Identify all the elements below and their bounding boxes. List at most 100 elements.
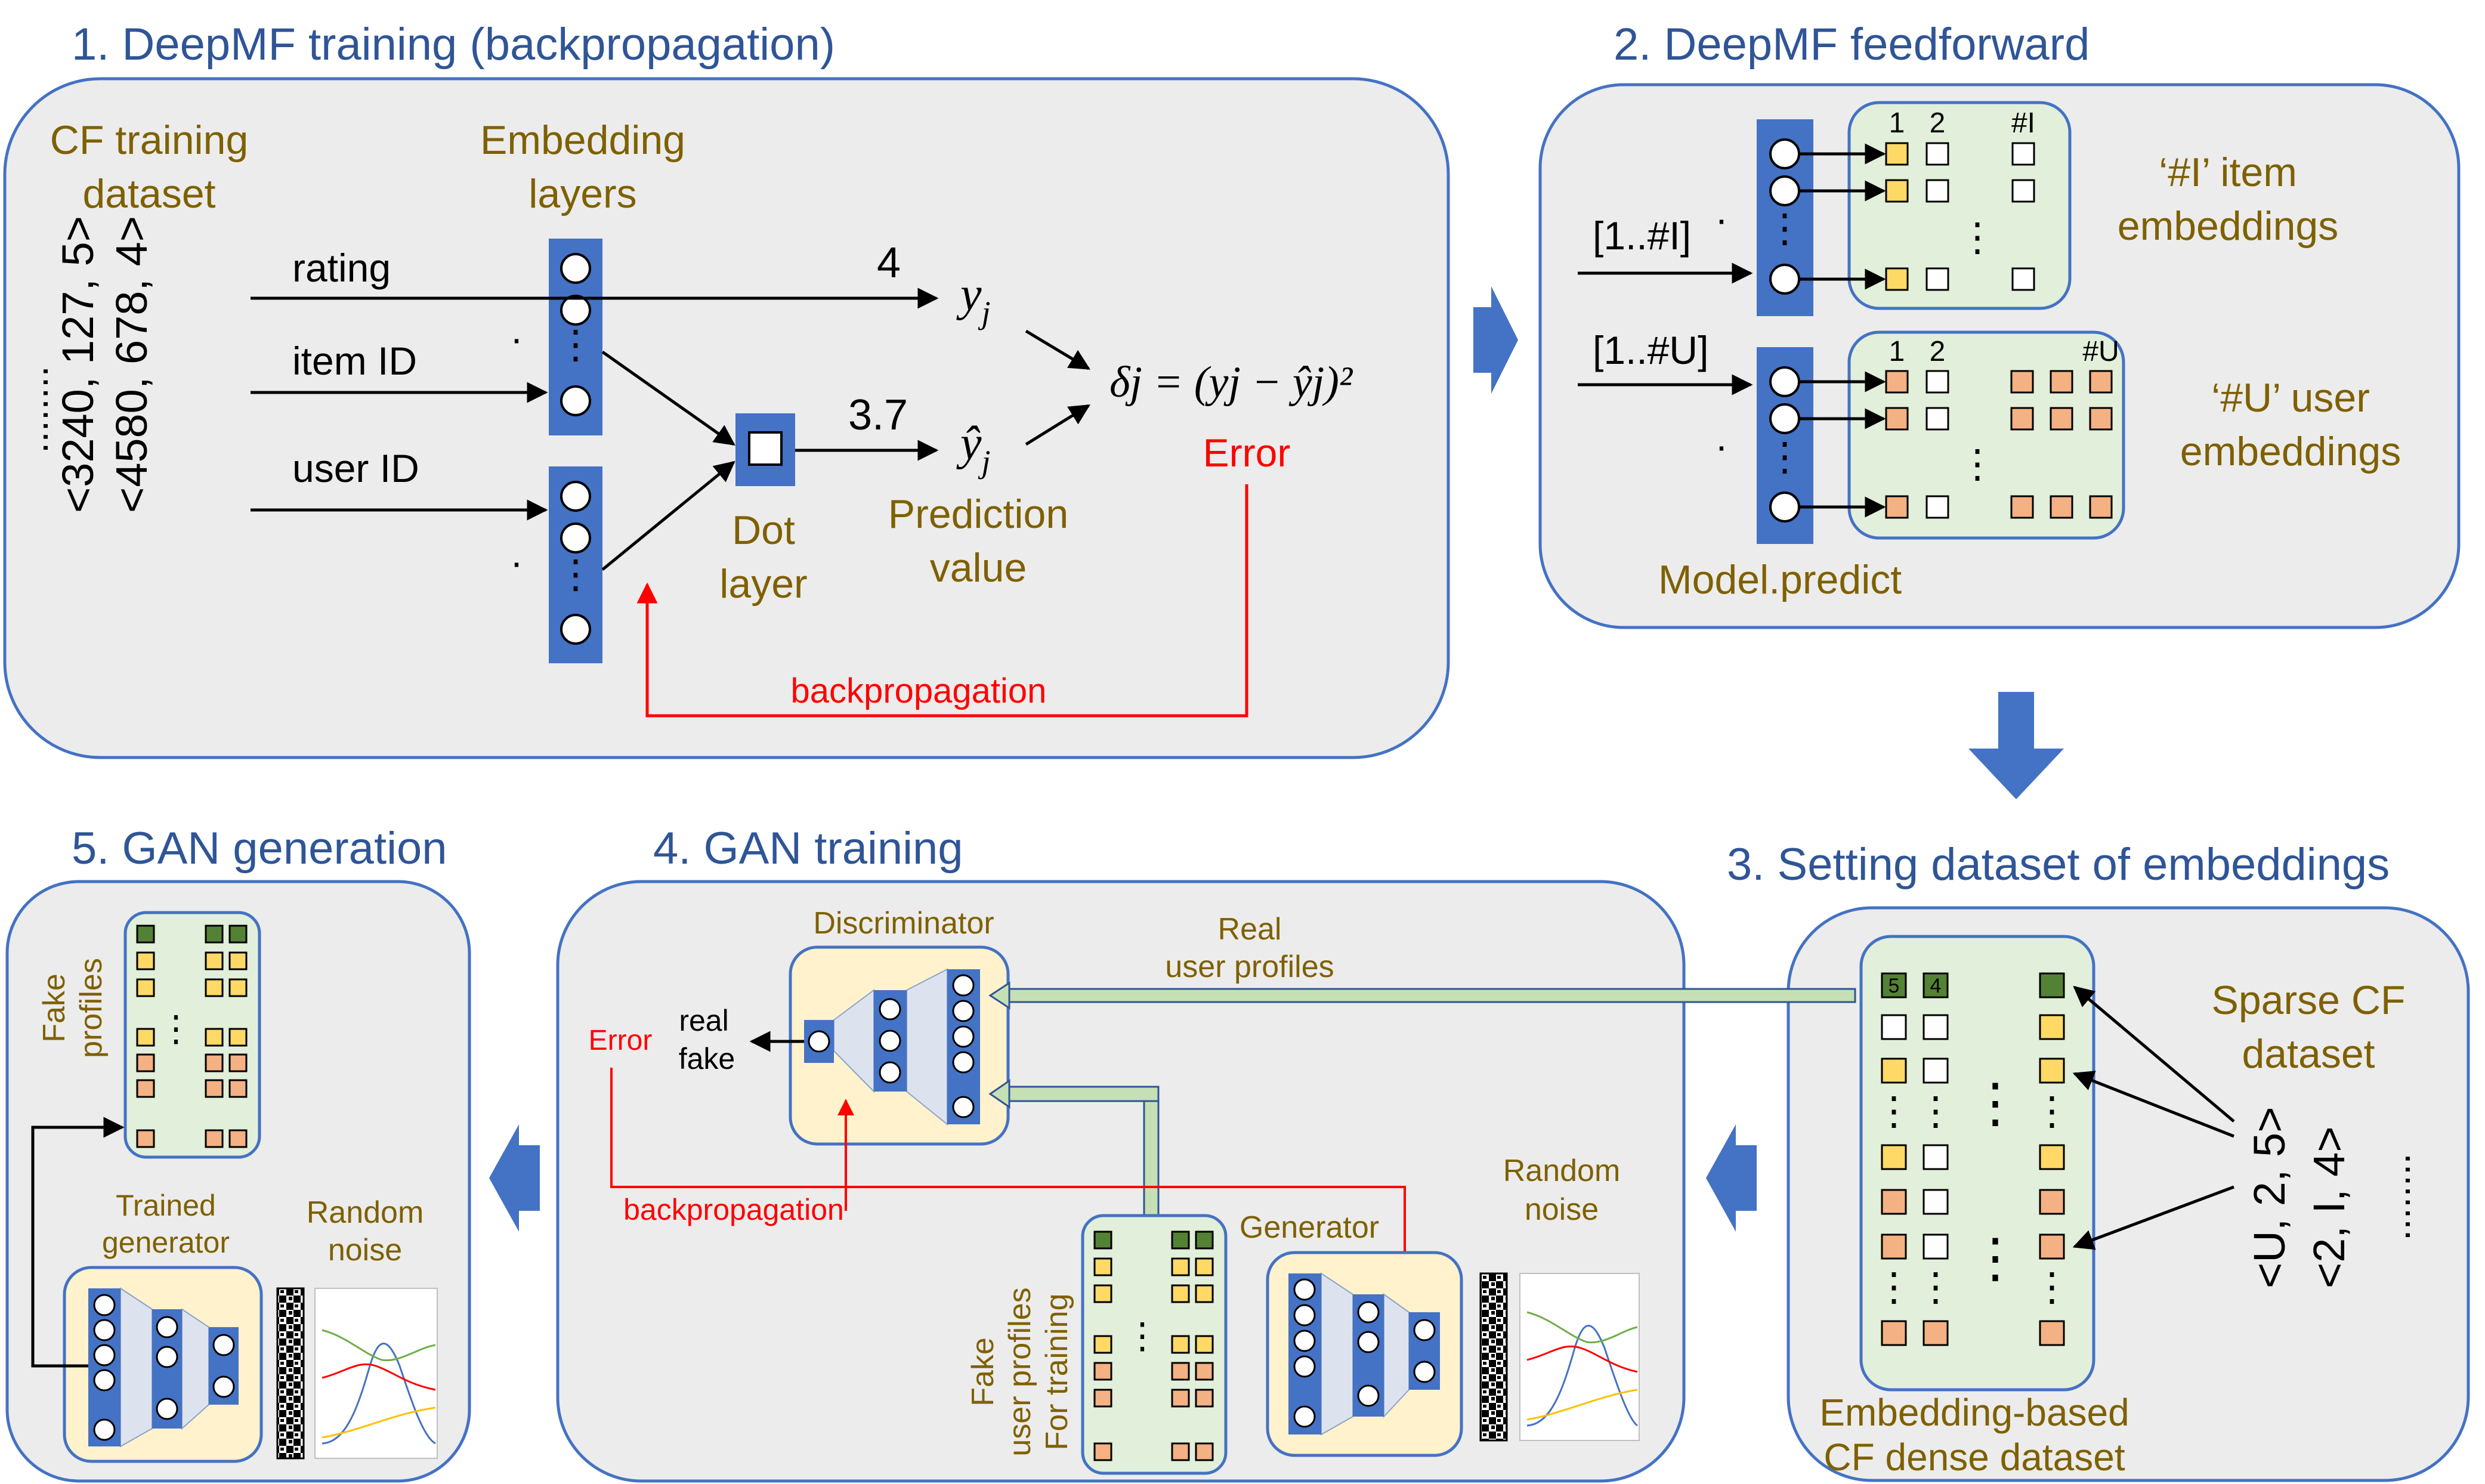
- neuron: [1413, 1361, 1436, 1383]
- dense-cell: [1881, 1320, 1907, 1346]
- neuron-dots: ⋮: [556, 322, 595, 366]
- sparse-tuple-1: <U, 2, 5>: [2245, 1107, 2294, 1288]
- rating-badge-4: 4: [1930, 975, 1942, 997]
- sparse-dots: ........: [2374, 1153, 2418, 1241]
- profile-cell: [1093, 1335, 1112, 1354]
- profile-cell: [1195, 1284, 1214, 1303]
- noise-label-line1: Random: [307, 1195, 424, 1230]
- noise-pattern-icon: [1479, 1272, 1508, 1442]
- neuron: [808, 1030, 830, 1053]
- profile-cell: [205, 1079, 224, 1098]
- embedding-label-line2: layers: [528, 171, 636, 217]
- left-arrow-icon: [1706, 1124, 1757, 1232]
- user-embedding-cell: [2050, 370, 2073, 394]
- item-embedding-cell: [1925, 142, 1949, 166]
- user-embedding-cell: [2010, 370, 2034, 394]
- profile-cell: [228, 1129, 248, 1148]
- item-col-2: 2: [1930, 107, 1946, 139]
- down-arrow-icon: [1968, 692, 2064, 799]
- dot-mark: ·: [510, 540, 523, 584]
- sparse-label-line2: dataset: [2242, 1031, 2375, 1077]
- dense-cell: [1923, 1320, 1949, 1346]
- item-embedding-cell: [2011, 179, 2035, 203]
- profile-cell: [205, 925, 224, 944]
- profile-cell: [205, 1028, 224, 1047]
- profile-cell: [228, 1053, 248, 1072]
- generated-profiles-box: [123, 911, 261, 1159]
- neuron: [212, 1375, 235, 1398]
- rating-badge-5: 5: [1889, 975, 1900, 997]
- profile-cell: [136, 1129, 155, 1148]
- neuron: [1769, 403, 1800, 434]
- dense-label-line1: Embedding-based: [1819, 1391, 2129, 1434]
- user-embedding-cell: [1885, 495, 1909, 519]
- user-embedding-cell: [2050, 495, 2073, 519]
- dense-cell: [1881, 1189, 1907, 1215]
- item-embedding-cell: [1925, 179, 1949, 203]
- item-range: [1..#I]: [1593, 214, 1691, 258]
- embedding-dots: ⋮: [1874, 1089, 1914, 1133]
- user-to-dot-arrow: [601, 460, 735, 571]
- neuron: [952, 1096, 975, 1118]
- item-embedding-cell: [2011, 142, 2035, 166]
- profile-cell: [1195, 1442, 1214, 1461]
- embedding-dots: ⋮: [1968, 1229, 2022, 1288]
- neuron: [879, 998, 901, 1021]
- neuron: [1293, 1405, 1316, 1428]
- generator-label: Generator: [1240, 1210, 1379, 1245]
- gaussian-plot-icon: [1519, 1273, 1640, 1441]
- neuron: [1357, 1331, 1380, 1353]
- neuron: [93, 1344, 116, 1366]
- neuron: [1769, 366, 1800, 397]
- input-user-id: user ID: [292, 446, 419, 490]
- dense-cell: [2039, 1233, 2065, 1260]
- neuron-dots: ⋮: [556, 552, 595, 596]
- profile-cell: [228, 978, 248, 997]
- profile-cell: [136, 951, 155, 970]
- panel1-title: 1. DeepMF training (backpropagation): [72, 19, 835, 70]
- trained-generator-label-line2: generator: [102, 1226, 230, 1259]
- profile-cell: [1195, 1335, 1214, 1354]
- gan-backprop-label: backpropagation: [623, 1193, 844, 1226]
- profile-cell: [1195, 1389, 1214, 1408]
- dense-cell: [2039, 1144, 2065, 1170]
- embedding-label-line1: Embedding: [480, 118, 685, 163]
- generated-profiles-label-line2: profiles: [74, 958, 109, 1058]
- user-embedding-cell: [2010, 407, 2034, 431]
- sparse-to-item-arrow: [2072, 1071, 2234, 1138]
- embedding-dots: ⋮: [1958, 441, 1997, 486]
- neuron: [1293, 1278, 1316, 1301]
- profile-cell: [1171, 1442, 1190, 1461]
- noise-label-line2: noise: [328, 1233, 402, 1267]
- panel3-title: 3. Setting dataset of embeddings: [1727, 839, 2390, 890]
- neuron: [1293, 1355, 1316, 1378]
- dense-cell: [2039, 1320, 2065, 1346]
- profile-cell: [136, 1053, 155, 1072]
- fake-training-label-line3: For training: [1040, 1294, 1074, 1451]
- item-embedding-cell: [2011, 267, 2035, 291]
- tuple-dots: ........: [12, 366, 56, 453]
- fake-training-profiles-box: [1081, 1214, 1228, 1475]
- profile-cell: [1093, 1442, 1112, 1461]
- profile-dots: ⋮: [158, 1009, 194, 1049]
- real-profiles-pipe: [1007, 988, 1856, 1003]
- panel-deepmf-feedforward: 2. DeepMF feedforward [1..#I] · [1..#U] …: [1538, 19, 2461, 629]
- panel2-title: 2. DeepMF feedforward: [1614, 19, 2090, 70]
- yhat-to-error-arrow: [1025, 404, 1090, 446]
- dot-mark: ·: [1715, 197, 1728, 241]
- profile-cell: [1171, 1389, 1190, 1408]
- neuron: [560, 253, 591, 284]
- dense-cell: [1881, 1144, 1907, 1170]
- profile-dots: ⋮: [1124, 1316, 1160, 1356]
- dense-cell: [1881, 1014, 1907, 1040]
- noise-pattern-icon: [276, 1287, 305, 1460]
- dense-cell: [2039, 1189, 2065, 1215]
- user-embedding-cell: [1925, 370, 1949, 394]
- profile-cell: [1093, 1362, 1112, 1381]
- neuron: [93, 1294, 116, 1316]
- item-to-dot-arrow: [601, 350, 735, 446]
- neuron: [93, 1418, 116, 1441]
- y-to-error-arrow: [1025, 329, 1091, 370]
- prediction-label-line2: value: [930, 545, 1027, 590]
- generator-to-profiles-arrow: [31, 1117, 125, 1368]
